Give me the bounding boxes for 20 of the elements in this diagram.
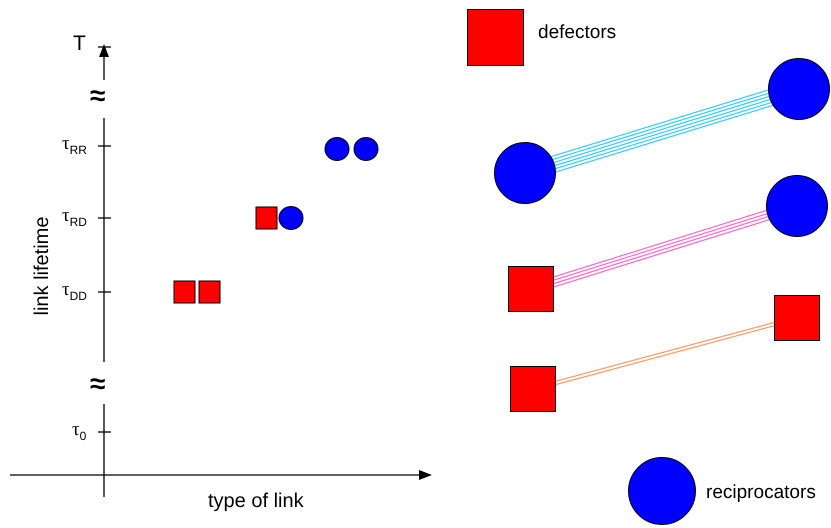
tick-label: T <box>73 33 86 54</box>
tick-label: τ$_{0}$ <box>72 420 86 442</box>
axis-break-mark: ≈ <box>90 82 106 110</box>
defector-square <box>774 295 820 341</box>
axis-title: link lifetime <box>32 216 52 316</box>
defector-square <box>508 266 554 312</box>
reciprocator-circle <box>494 142 556 204</box>
link-lines <box>550 90 774 172</box>
tick-label: τ$_{RD}$ <box>62 206 87 228</box>
defector-square <box>510 366 556 412</box>
link-lines <box>553 210 770 288</box>
tick-label: τ$_{DD}$ <box>62 280 87 302</box>
tick-label: τ$_{RR}$ <box>62 134 87 156</box>
reciprocator-circle <box>768 58 830 120</box>
link-lines <box>555 322 775 386</box>
legend-label: defectors <box>538 22 616 44</box>
reciprocator-circle <box>766 175 828 237</box>
axis-title: type of link <box>208 491 304 511</box>
legend-label: reciprocators <box>706 482 816 504</box>
axis-break-mark: ≈ <box>90 370 106 398</box>
